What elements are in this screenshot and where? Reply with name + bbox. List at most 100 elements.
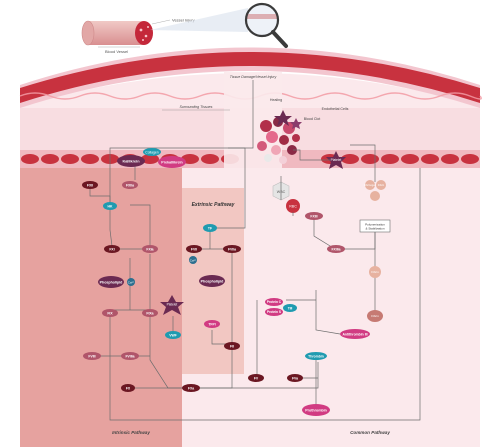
svg-text:FXII: FXII [87, 183, 93, 187]
fibrin-monomer-node: Fibrin [369, 266, 381, 278]
calcium-extrinsic-node: Ca²⁺ [189, 256, 197, 264]
svg-text:FXIII: FXIII [310, 214, 317, 218]
fxi-node: FXI [104, 245, 120, 253]
svg-text:FIX: FIX [107, 311, 113, 315]
fx-node: FX [121, 384, 135, 392]
fixa-node: FIXa [142, 309, 158, 317]
tissue-damage-label: Tissue Damage/Vessel Injury [230, 75, 277, 79]
svg-text:Thrombin: Thrombin [308, 354, 324, 358]
svg-text:Ca²⁺: Ca²⁺ [128, 280, 135, 284]
svg-text:FIXa: FIXa [146, 311, 153, 315]
blood-vessel-left-end [81, 20, 95, 46]
fva-node: FVa [287, 374, 303, 382]
svg-text:VWF: VWF [169, 333, 177, 337]
blood-clot-label: Blood Clot [304, 117, 321, 121]
svg-text:FXIIIa: FXIIIa [331, 247, 340, 251]
fxiia-node: FXIIa [122, 181, 138, 189]
blood-vessel-tube [88, 21, 144, 45]
collagen-node: Collagen [143, 148, 161, 156]
fviii-node: FVIII [83, 352, 101, 360]
svg-text:Collagen: Collagen [145, 150, 158, 154]
rbc-cell: RBC [286, 199, 300, 213]
svg-text:FX: FX [126, 386, 131, 390]
intrinsic-pathway-title: Intrinsic Pathway [112, 430, 150, 435]
vwf-node: VWF [165, 331, 181, 339]
svg-text:Prothrombin: Prothrombin [305, 408, 327, 412]
svg-text:FXI: FXI [109, 247, 114, 251]
tfpi-node: TFPI [204, 320, 220, 328]
svg-text:Polymerization: Polymerization [365, 222, 385, 226]
prothrombin-node: Prothrombin [302, 404, 330, 416]
svg-text:FXIIa: FXIIa [126, 183, 134, 187]
rbc-label: RBC [289, 205, 297, 209]
pathway-connectors [89, 80, 421, 421]
blood-clot [257, 110, 302, 164]
antithrombin-node: Antithrombin III [340, 329, 370, 339]
tf-node: TF [203, 224, 217, 232]
platelet-intrinsic-node: Platelet [160, 295, 184, 315]
fxa-node: FXa [182, 384, 200, 392]
svg-text:TFPI: TFPI [208, 322, 215, 326]
common-pathway-title: Common Pathway [350, 430, 390, 435]
magnifying-glass-icon [244, 2, 288, 48]
fii-node: FII [224, 342, 240, 350]
svg-text:Fibrin: Fibrin [371, 314, 379, 318]
svg-text:FII: FII [230, 344, 234, 348]
svg-text:Phospholipid: Phospholipid [201, 279, 224, 283]
fibrin-cluster-node: Fibrinogen Fibrin [364, 180, 386, 201]
svg-text:Fibrin: Fibrin [371, 270, 379, 274]
svg-text:Prekallikrein: Prekallikrein [161, 161, 182, 165]
intrinsic-region [20, 168, 182, 447]
fxiii-node: FXIII [305, 212, 323, 220]
svg-text:Kallikrein: Kallikrein [122, 160, 140, 164]
calcium-intrinsic-node: Ca²⁺ [127, 278, 135, 286]
protein-s-node: Protein S [265, 308, 283, 316]
phospholipid-intrinsic-node: Phospholipid [98, 276, 124, 288]
vessel-inset: Vessel Injury Blood Vessel [81, 2, 288, 54]
svg-text:Fibrin: Fibrin [378, 183, 385, 187]
fvii-node: FVII [186, 245, 202, 253]
thrombin-node: Thrombin [305, 352, 327, 360]
svg-text:Phospholipid: Phospholipid [100, 280, 123, 284]
svg-text:FVIIa: FVIIa [228, 247, 236, 251]
vessel-injury-label: Vessel Injury [172, 18, 195, 23]
svg-text:HK: HK [108, 204, 113, 208]
prekallikrein-node: Prekallikrein [158, 156, 186, 168]
svg-text:FXIa: FXIa [146, 247, 153, 251]
blood-vessel-label: Blood Vessel [105, 49, 128, 54]
svg-text:Antithrombin III: Antithrombin III [342, 332, 367, 336]
svg-text:FVIIIa: FVIIIa [125, 354, 134, 358]
fviiia-node: FVIIIa [121, 352, 139, 360]
svg-text:FV: FV [254, 376, 259, 380]
svg-text:Ca²⁺: Ca²⁺ [190, 258, 197, 262]
magnifier-beam [150, 8, 248, 32]
fibrin-polymer-node: Fibrin [367, 310, 383, 322]
platelet-right: Platelet [326, 151, 346, 169]
healing-label: Healing [270, 98, 282, 102]
svg-text:FVII: FVII [191, 247, 197, 251]
fxia-node: FXIa [142, 245, 158, 253]
phospholipid-extrinsic-node: Phospholipid [199, 275, 225, 287]
fv-node: FV [248, 374, 264, 382]
tm-node: TM [283, 304, 297, 312]
kallikrein-node: Kallikrein [117, 155, 145, 167]
svg-text:FVa: FVa [292, 376, 298, 380]
fxiiia-node: FXIIIa [327, 245, 345, 253]
fviia-node: FVIIa [223, 245, 241, 253]
surrounding-tissues-label: Surrounding Tissues [180, 105, 213, 109]
svg-text:Protein C: Protein C [267, 300, 282, 304]
svg-text:FVIII: FVIII [88, 354, 95, 358]
polymerization-box: Polymerization & Stabilization [359, 219, 391, 233]
svg-text:TF: TF [208, 226, 212, 230]
endothelial-cells-label: Endothelial Cells [322, 107, 349, 111]
vessel-wall-band [20, 52, 480, 103]
protein-c-node: Protein C [265, 298, 283, 306]
svg-text:Fibrinogen: Fibrinogen [364, 183, 377, 187]
blood-vessel-lumen [135, 21, 153, 45]
platelet-right-label: Platelet [331, 158, 342, 162]
svg-text:& Stabilization: & Stabilization [365, 227, 384, 231]
svg-text:Platelet: Platelet [167, 303, 178, 307]
tissue-background [19, 47, 482, 447]
